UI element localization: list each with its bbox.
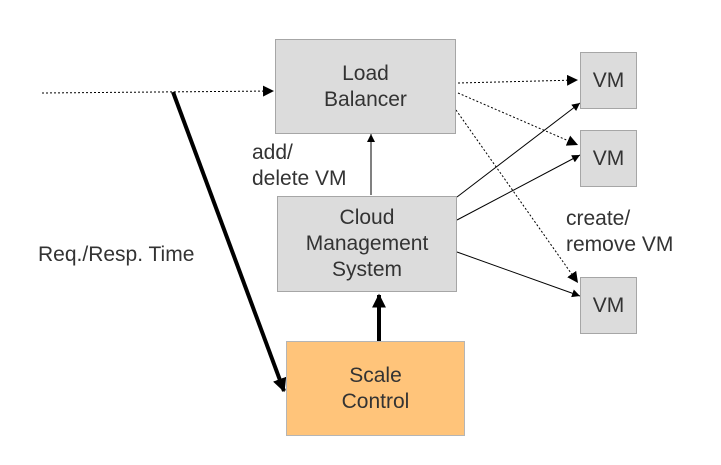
lb-to-vm2-arrow (457, 92, 579, 146)
request-arrow (41, 85, 275, 97)
create-remove-vm-label: create/ remove VM (566, 207, 674, 256)
cms-to-vm1-arrow (456, 102, 581, 198)
lb-to-vm1-arrow (457, 74, 579, 86)
load-balancer-box: Load Balancer (275, 39, 456, 134)
add-delete-vm-label: add/ delete VM (252, 141, 347, 190)
cloud-management-box: Cloud Management System (277, 196, 457, 292)
scale-control-box: Scale Control (286, 341, 465, 436)
req-resp-time-arrow (171, 91, 287, 393)
vm-box-1: VM (580, 52, 637, 109)
lb-to-vm3-arrow (455, 109, 579, 284)
vm-box-3: VM (580, 277, 637, 334)
vm-box-2: VM (580, 130, 637, 187)
cms-to-vm2-arrow (456, 154, 581, 221)
req-resp-time-label: Req./Resp. Time (38, 243, 195, 266)
cms-to-vm3-arrow (456, 251, 581, 298)
